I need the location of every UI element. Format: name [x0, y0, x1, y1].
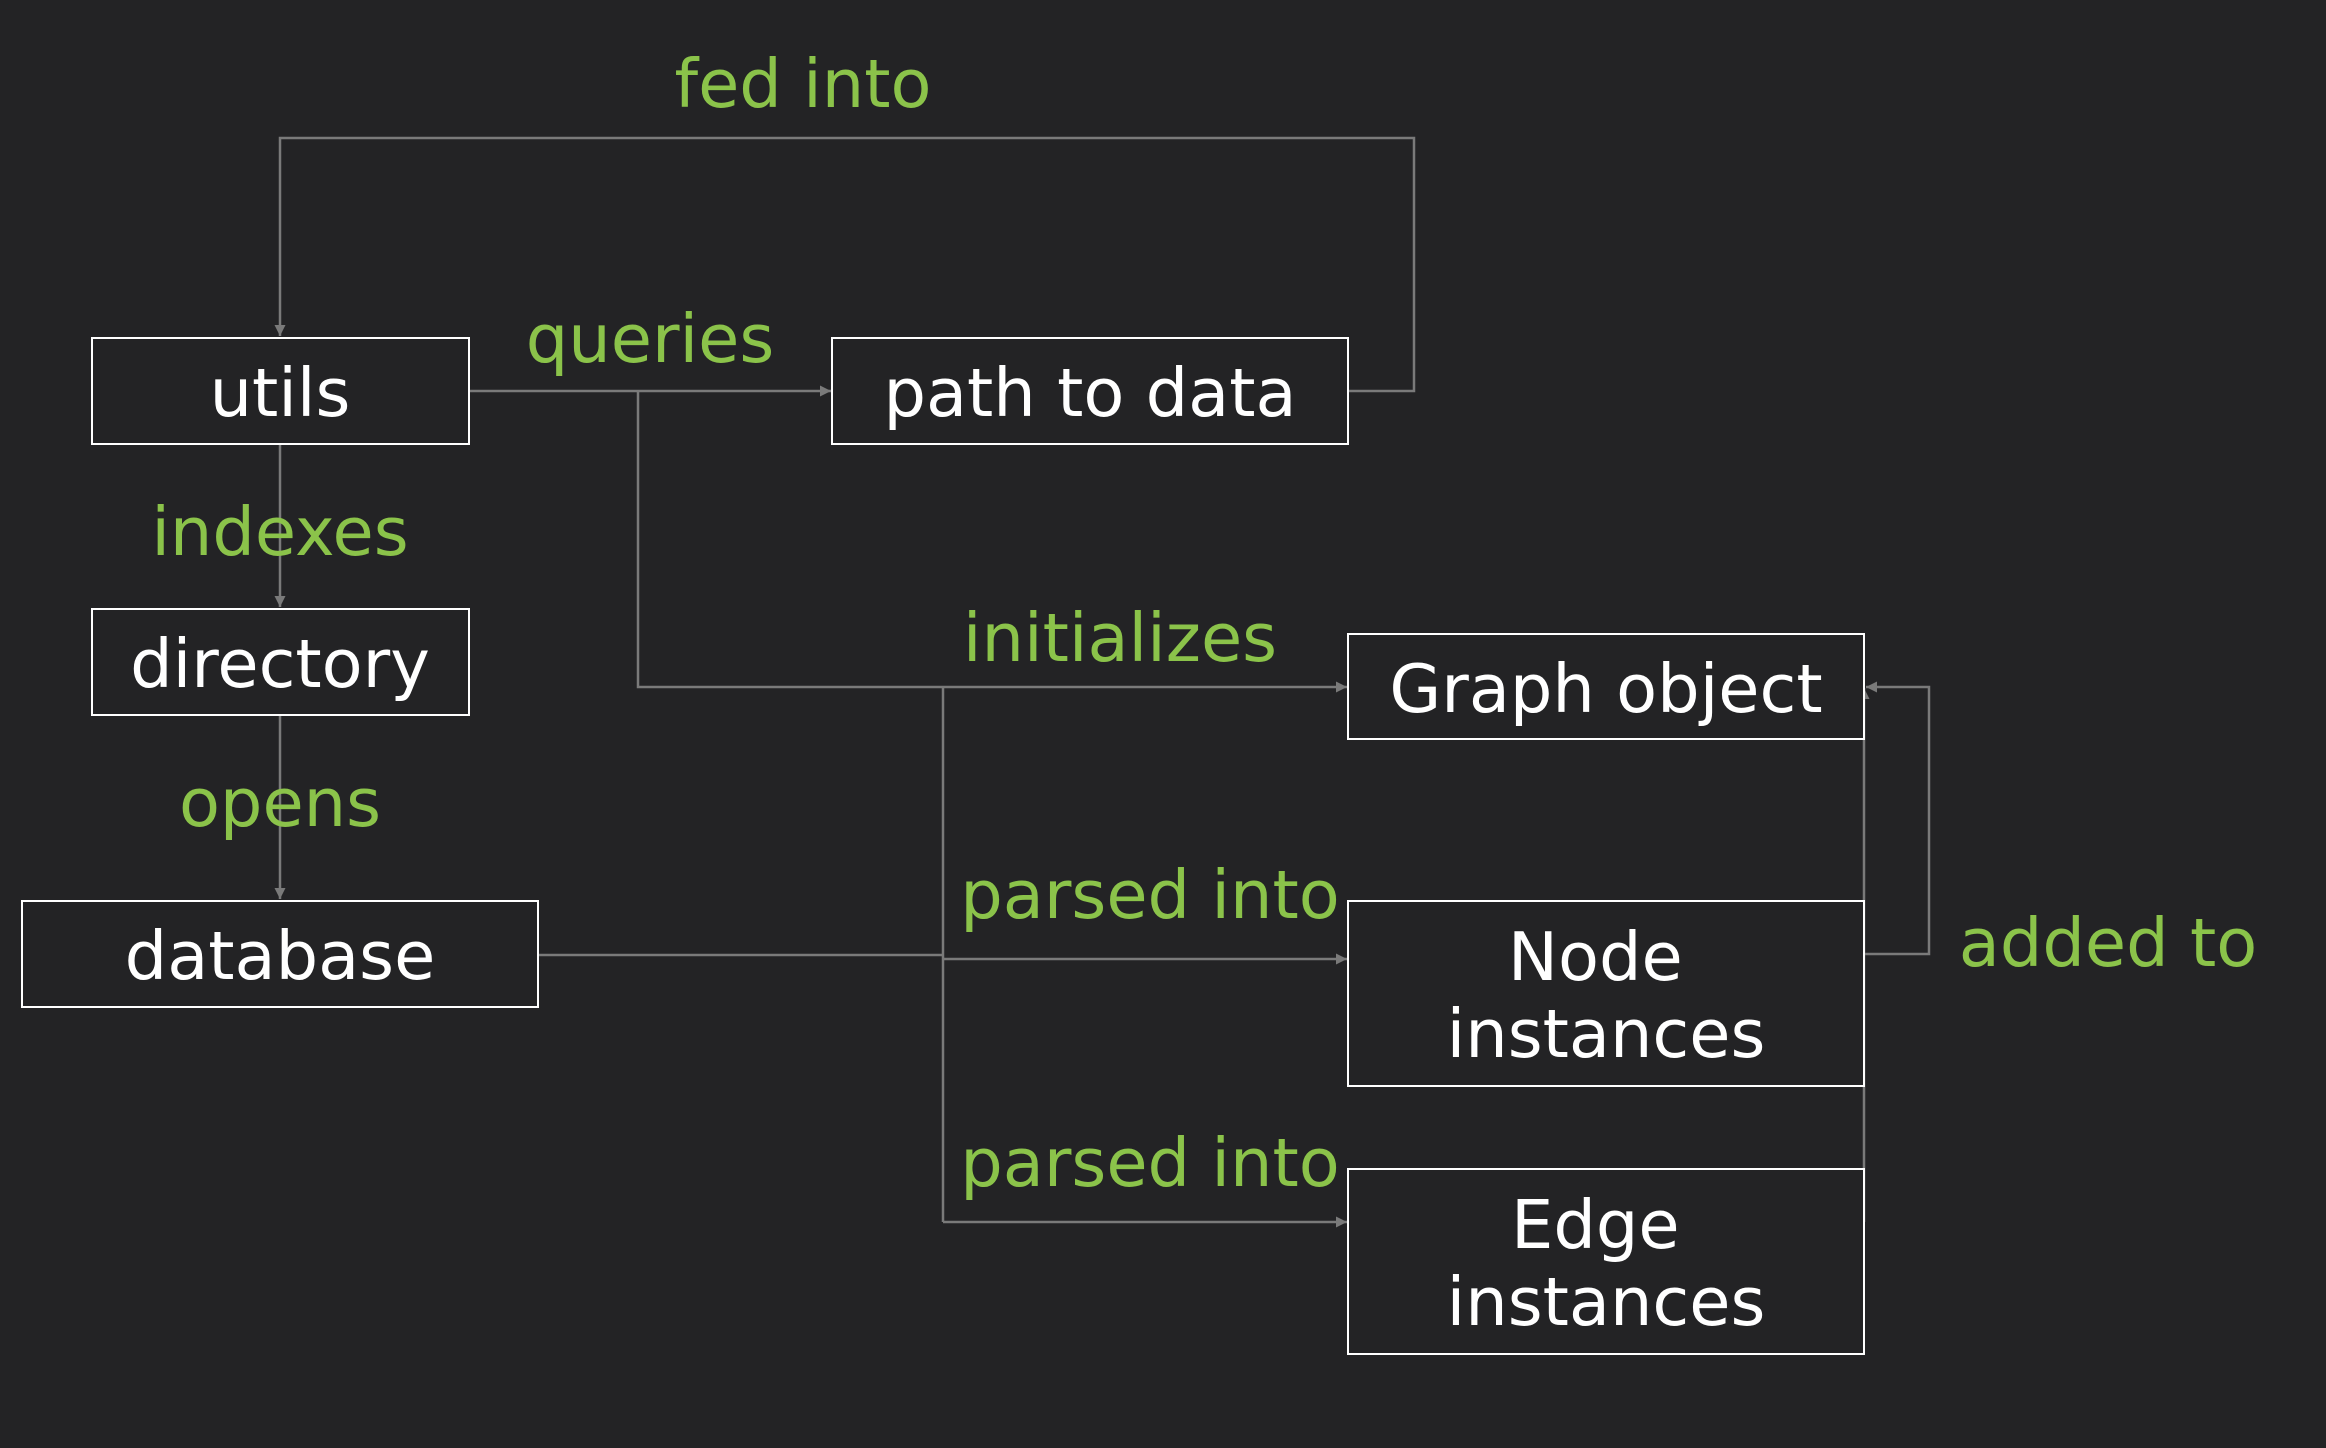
node-edge-instances-line-2: instances [1447, 1263, 1766, 1341]
node-path-to-data: path to data [831, 337, 1349, 445]
node-node-instances: Node instances [1347, 900, 1865, 1087]
node-directory: directory [91, 608, 470, 716]
edges [274, 136, 1931, 1228]
node-path-to-data-label: path to data [883, 354, 1296, 432]
edge-label-fed-into: fed into [675, 45, 932, 123]
node-edge-instances-line-1: Edge [1511, 1186, 1680, 1264]
node-node-instances-line-1: Node [1508, 918, 1683, 996]
node-database-label: database [125, 917, 436, 995]
edge-initializes-line [636, 391, 1347, 693]
edge-label-opens: opens [179, 764, 381, 842]
edge-label-queries: queries [526, 300, 775, 378]
node-edge-instances: Edge instances [1347, 1168, 1865, 1355]
edge-added-to-nodes-line [1864, 681, 1931, 956]
node-graph-object: Graph object [1347, 633, 1865, 740]
edge-labels: fed into queries indexes opens initializ… [151, 45, 2257, 1202]
node-graph-object-label: Graph object [1389, 650, 1822, 728]
node-utils-label: utils [210, 354, 351, 432]
edge-label-indexes: indexes [151, 493, 408, 571]
edge-label-parsed-into-edges: parsed into [960, 1124, 1339, 1202]
node-database: database [21, 900, 539, 1008]
node-edge-instances-label: Edge instances [1447, 1186, 1766, 1341]
node-node-instances-label: Node instances [1447, 918, 1766, 1073]
node-directory-label: directory [130, 625, 430, 703]
edge-label-initializes: initializes [963, 599, 1277, 677]
edge-label-added-to: added to [1959, 904, 2257, 982]
node-utils: utils [91, 337, 470, 445]
node-node-instances-line-2: instances [1447, 995, 1766, 1073]
edge-fed-into-line [274, 136, 1416, 393]
edge-label-parsed-into-nodes: parsed into [960, 856, 1339, 934]
